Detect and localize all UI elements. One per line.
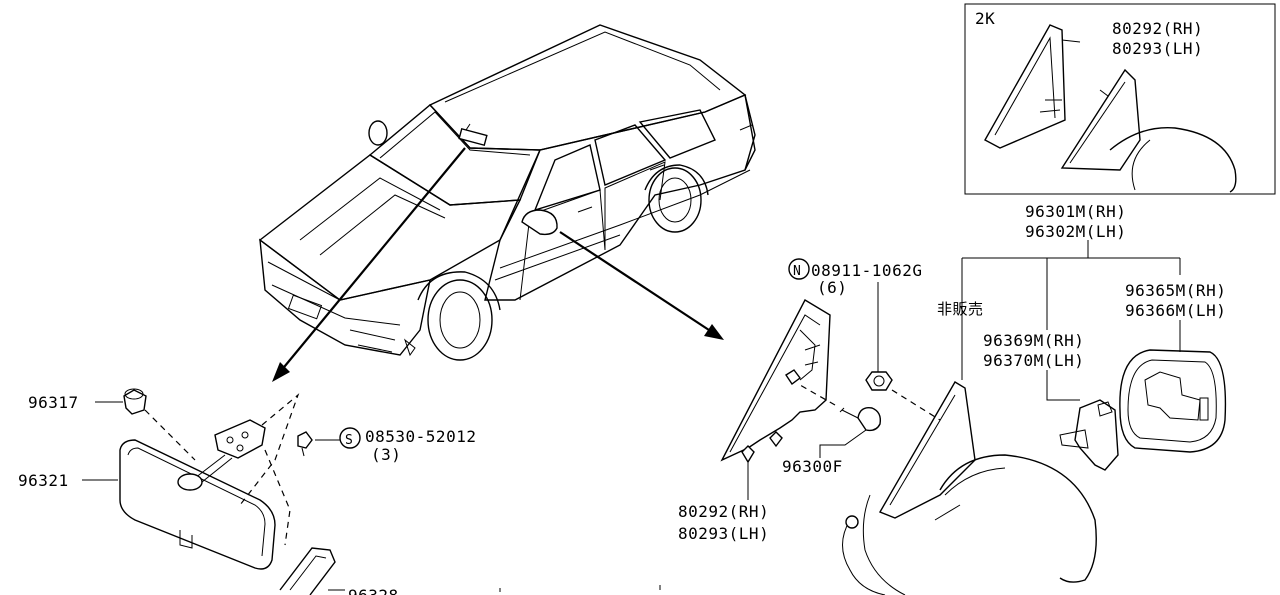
actuator-lh-label: 96370M(LH)	[983, 351, 1084, 370]
nut-circle-letter: N	[793, 264, 801, 279]
not-sold-label: 非販売	[937, 300, 984, 318]
corner-finisher: 80292(RH) 80293(LH)	[678, 299, 831, 543]
door-mirror-group: 96301M(RH) 96302M(LH) 非販売 96365M(RH) 963…	[678, 202, 1227, 595]
car-illustration	[258, 24, 756, 382]
inset-box: 2K 80292(RH) 80293(LH)	[964, 3, 1276, 195]
inset-corner-finisher	[984, 24, 1081, 149]
mirror-glass	[1119, 349, 1227, 453]
screw-part-label: 08530-52012	[365, 427, 476, 446]
clip: 96300F	[782, 384, 882, 476]
inner-mirror-label: 96321	[18, 471, 69, 490]
corner-finisher-rh-label: 80292(RH)	[678, 502, 769, 521]
mirror-assy-rh-label: 96301M(RH)	[1025, 202, 1126, 221]
corner-finisher-lh-label: 80293(LH)	[678, 524, 769, 543]
inner-mirror-bracket: 96328	[279, 547, 399, 595]
screw: S 08530-52012 (3)	[297, 427, 476, 464]
inner-mirror-bracket-label: 96328	[348, 586, 399, 595]
inner-mirror-group: 96317 S 08530-52012 (3) 96321	[18, 388, 476, 595]
inset-door-mirror	[1060, 68, 1237, 193]
clip-label: 96300F	[782, 457, 843, 476]
inset-part-lh: 80293(LH)	[1112, 39, 1203, 58]
nut-part-label: 08911-1062G	[811, 261, 922, 280]
mirror-housing	[842, 381, 1097, 595]
nut: N 08911-1062G (6)	[788, 258, 941, 421]
cover-label: 96317	[28, 393, 79, 412]
screw-qty-label: (3)	[371, 445, 401, 464]
actuator-rh-label: 96369M(RH)	[983, 331, 1084, 350]
mirror-actuator	[1059, 399, 1119, 471]
glass-lh-label: 96366M(LH)	[1125, 301, 1226, 320]
glass-rh-label: 96365M(RH)	[1125, 281, 1226, 300]
inner-mirror-body: 96321	[18, 439, 276, 570]
mirror-cover: 96317	[28, 388, 196, 461]
screw-circle-letter: S	[345, 433, 353, 448]
mirror-assy-lh-label: 96302M(LH)	[1025, 222, 1126, 241]
inset-code: 2K	[975, 9, 995, 28]
inset-part-rh: 80292(RH)	[1112, 19, 1203, 38]
nut-qty-label: (6)	[817, 278, 847, 297]
